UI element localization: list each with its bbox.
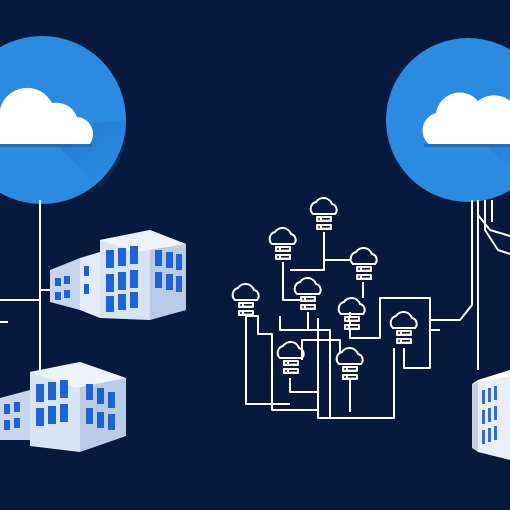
cloud-server-node [231, 282, 260, 317]
cloud-server-node [335, 346, 364, 381]
cloud-server-node [309, 196, 338, 231]
center-network-lines [245, 232, 440, 419]
office-building-upper [50, 230, 186, 320]
cloud-icon [422, 92, 510, 145]
cloud-server-node [293, 276, 322, 311]
right-cloud [386, 38, 510, 202]
server-rack [472, 370, 510, 460]
cloud-icon [0, 87, 93, 145]
left-cloud [0, 36, 127, 204]
cloud-server-node [268, 226, 297, 261]
office-building-lower [0, 362, 126, 452]
cloud-server-node [276, 340, 305, 375]
right-connectors [430, 200, 510, 370]
cloud-server-node [337, 296, 366, 331]
cloud-server-node [349, 246, 378, 281]
cloud-server-node [389, 310, 418, 345]
